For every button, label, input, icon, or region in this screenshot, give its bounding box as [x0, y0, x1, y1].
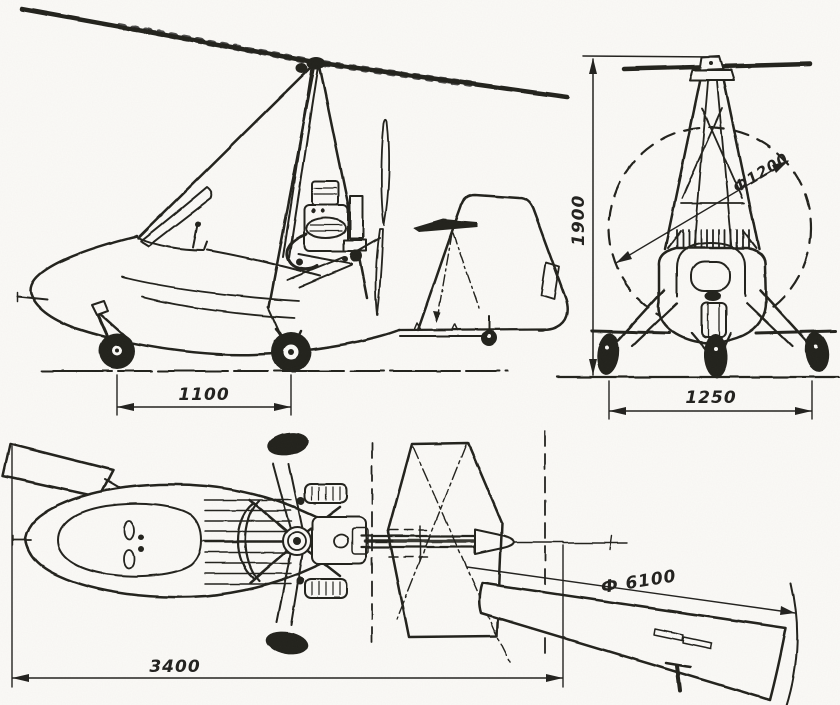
drawing-canvas: 1100: [0, 0, 840, 705]
autogyro-three-view-drawing: 1100: [0, 0, 840, 705]
paper-grain-overlay: [0, 0, 840, 705]
